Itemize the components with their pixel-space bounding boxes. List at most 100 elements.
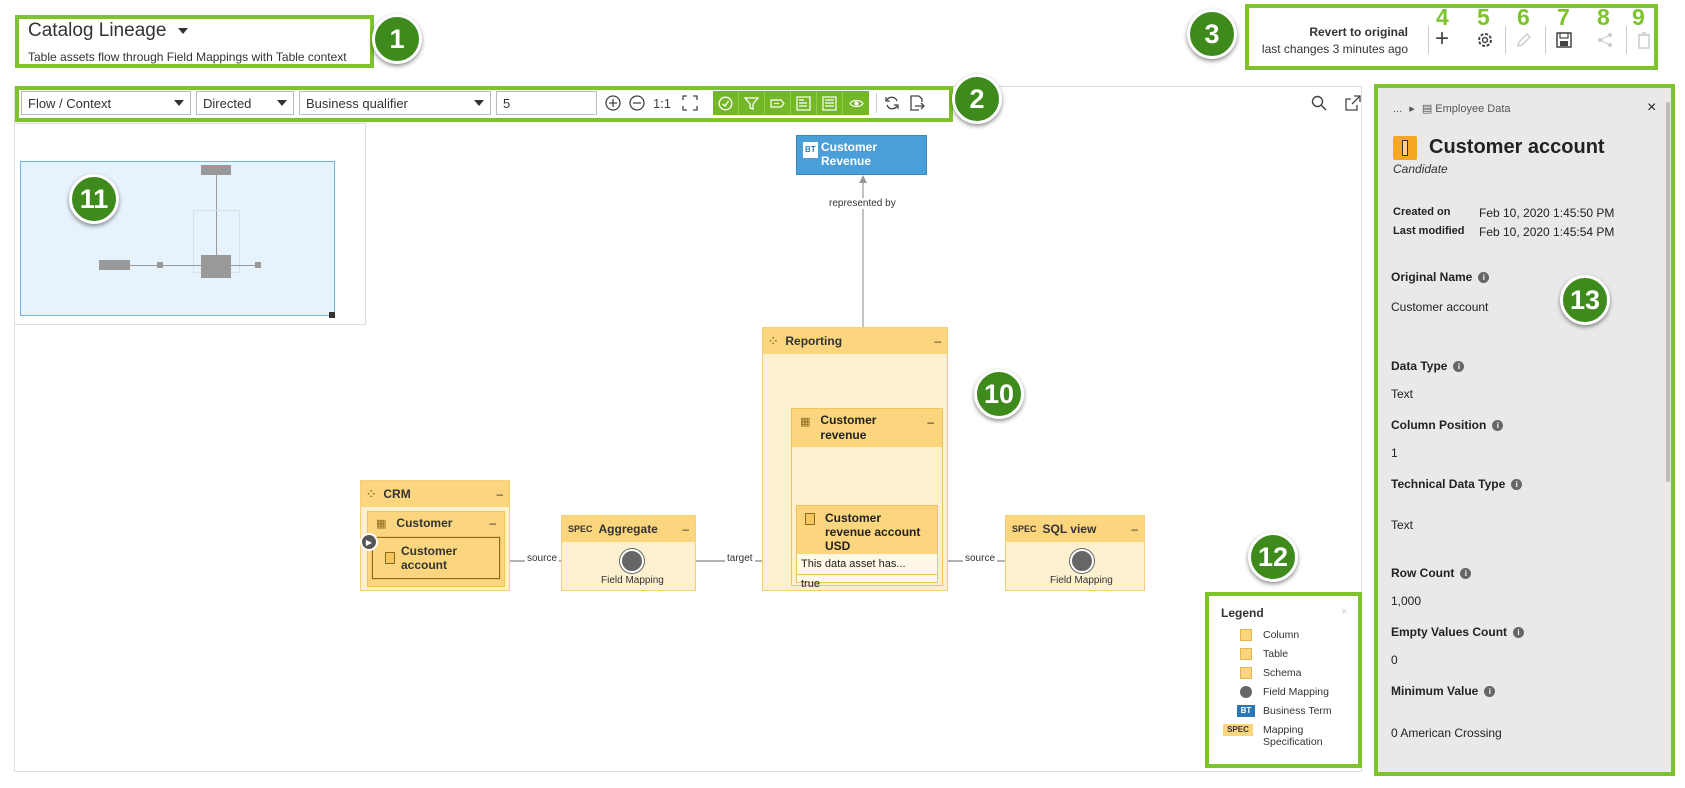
schema-reporting[interactable]: ⁘Reporting– ▦ Customer revenue – Customer … <box>762 327 948 591</box>
zoom-out-icon[interactable] <box>626 92 648 114</box>
title-dropdown-caret-icon[interactable] <box>177 27 188 34</box>
depth-input[interactable]: 5 <box>496 91 597 115</box>
table-customer-revenue[interactable]: ▦ Customer revenue – Customer revenue acco… <box>791 408 943 590</box>
save-floppy-icon[interactable] <box>1555 31 1573 54</box>
schema-crm-header[interactable]: ⁘CRM– <box>361 481 509 507</box>
collapse-button[interactable]: – <box>489 516 496 530</box>
schema-crm[interactable]: ⁘CRM– ▦Customer– Customer account ▶ <box>360 480 510 591</box>
share-icon[interactable] <box>1596 31 1614 54</box>
callout-number: 7 <box>1557 4 1570 30</box>
minimap-resize-handle[interactable] <box>329 312 335 318</box>
schema-icon: ⁘ <box>367 488 376 500</box>
zoom-in-icon[interactable] <box>602 92 624 114</box>
table-icon <box>1240 648 1252 660</box>
validate-check-icon[interactable] <box>713 91 739 115</box>
column-customer-account[interactable]: Customer account <box>371 536 501 580</box>
eye-icon[interactable] <box>843 91 869 115</box>
minimap-node <box>99 260 130 270</box>
qualifier-select[interactable]: Business qualifier <box>299 91 491 115</box>
info-icon[interactable]: i <box>1478 272 1490 284</box>
details-card-icon[interactable] <box>791 91 817 115</box>
direction-select[interactable]: Directed <box>196 91 294 115</box>
divider <box>1545 26 1546 54</box>
table-customer[interactable]: ▦Customer– Customer account <box>367 511 505 587</box>
mapping-spec-icon: SPEC <box>1012 524 1037 534</box>
column-customer-revenue-usd[interactable]: Customer revenue account USD This data a… <box>796 505 938 590</box>
attribute-label-text: Empty Values Count <box>1391 625 1508 639</box>
panel-breadcrumb[interactable]: ... ▸ ▤ Employee Data <box>1393 102 1511 115</box>
minimap-edge <box>130 265 255 266</box>
business-term-node[interactable]: BT Customer Revenue <box>796 135 927 175</box>
export-icon[interactable] <box>906 92 928 114</box>
lineage-canvas[interactable]: Flow / Context Directed Business qualifi… <box>14 86 1362 772</box>
table-icon: ▦ <box>376 517 387 530</box>
collapse-button[interactable]: – <box>682 522 689 536</box>
callout-badge: 10 <box>974 369 1024 419</box>
chevron-down-icon <box>474 100 484 106</box>
field-mapping-icon[interactable] <box>620 549 644 573</box>
search-icon[interactable] <box>1308 92 1330 114</box>
collapse-button[interactable]: – <box>496 487 503 501</box>
schema-reporting-header[interactable]: ⁘Reporting– <box>763 328 947 354</box>
collapse-button[interactable]: – <box>1131 522 1138 536</box>
collapse-button[interactable]: – <box>934 334 941 348</box>
page-title[interactable]: Catalog Lineage <box>28 20 188 42</box>
info-icon[interactable]: i <box>1513 627 1525 639</box>
collapse-button[interactable]: – <box>927 415 934 429</box>
filter-icon[interactable] <box>739 91 765 115</box>
fit-screen-icon[interactable] <box>679 92 701 114</box>
callout-number: 8 <box>1597 4 1610 30</box>
breadcrumb-parent[interactable]: Employee Data <box>1435 103 1511 115</box>
breadcrumb-ellipsis[interactable]: ... <box>1393 103 1403 115</box>
panel-scrollbar[interactable] <box>1666 102 1670 482</box>
zoom-reset-button[interactable]: 1:1 <box>652 95 672 111</box>
edge-label-source: source <box>963 553 998 564</box>
minimap-node <box>255 262 261 268</box>
business-term-label: Customer Revenue <box>821 140 878 168</box>
legend: Legend × Column Table Schema Field Mappi… <box>1209 594 1360 771</box>
column-icon <box>385 552 395 564</box>
open-external-icon[interactable] <box>1342 92 1364 114</box>
revert-block[interactable]: Revert to original last changes 3 minute… <box>1250 25 1408 56</box>
list-icon[interactable] <box>817 91 843 115</box>
info-icon[interactable]: i <box>1484 686 1496 698</box>
table-customer-revenue-label: Customer revenue <box>820 413 877 442</box>
revert-button[interactable]: Revert to original <box>1309 25 1408 39</box>
callout-badge: 3 <box>1187 9 1237 59</box>
attribute-value: 1 <box>1391 446 1398 460</box>
play-icon[interactable]: ▶ <box>360 533 378 551</box>
add-icon[interactable]: + <box>1435 25 1450 52</box>
table-icon: ▦ <box>800 416 811 428</box>
view-select[interactable]: Flow / Context <box>21 91 191 115</box>
modified-value: Feb 10, 2020 1:45:54 PM <box>1479 225 1615 239</box>
panel-close-icon[interactable]: × <box>1647 99 1657 116</box>
callout-number: 5 <box>1477 4 1490 30</box>
info-icon[interactable]: i <box>1453 361 1465 373</box>
info-icon[interactable]: i <box>1492 420 1504 432</box>
tag-icon[interactable] <box>765 91 791 115</box>
created-value: Feb 10, 2020 1:45:50 PM <box>1479 206 1615 220</box>
info-icon[interactable]: i <box>1460 568 1472 580</box>
legend-close-icon[interactable]: × <box>1341 606 1348 618</box>
business-term-icon: BT <box>803 142 818 158</box>
field-mapping-icon[interactable] <box>1070 549 1094 573</box>
column-asset-icon <box>1393 136 1417 160</box>
attribute-value: 1,000 <box>1391 594 1422 608</box>
edit-pencil-icon[interactable] <box>1515 31 1533 54</box>
delete-trash-icon[interactable] <box>1637 31 1651 54</box>
settings-gear-icon[interactable] <box>1476 31 1494 54</box>
legend-label: Column <box>1263 629 1300 641</box>
refresh-icon[interactable] <box>881 92 903 114</box>
legend-label: Schema <box>1263 667 1302 679</box>
callout-number: 6 <box>1517 4 1530 30</box>
info-icon[interactable]: i <box>1511 479 1523 491</box>
